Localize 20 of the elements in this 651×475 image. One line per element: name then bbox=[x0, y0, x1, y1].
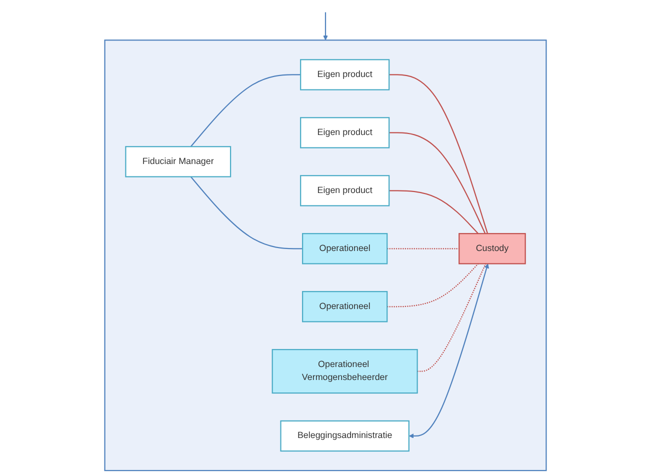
connector bbox=[387, 248, 460, 250]
node-box: Operationeel Vermogensbeheerder bbox=[272, 349, 418, 394]
node-box: Operationeel bbox=[302, 233, 388, 264]
connector bbox=[389, 74, 488, 234]
connector bbox=[389, 132, 486, 234]
arrow bbox=[323, 12, 328, 40]
connector bbox=[190, 74, 301, 147]
node-box: Eigen product bbox=[300, 175, 390, 206]
connector bbox=[417, 263, 486, 372]
node-box: Operationeel bbox=[302, 291, 388, 322]
node-box: Eigen product bbox=[300, 117, 390, 148]
connector bbox=[389, 190, 479, 234]
arrow bbox=[408, 263, 489, 438]
node-box: Fiduciair Manager bbox=[125, 146, 232, 178]
node-box: Beleggingsadministratie bbox=[280, 420, 410, 452]
connector bbox=[387, 263, 479, 308]
node-box: Custody bbox=[458, 233, 526, 264]
cluster bbox=[104, 40, 547, 472]
node-box: Eigen product bbox=[300, 59, 390, 90]
connector bbox=[190, 176, 303, 250]
